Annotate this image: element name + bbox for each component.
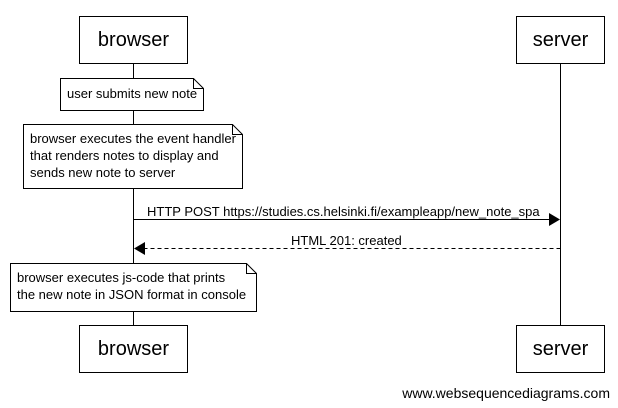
note-3-line-1: browser executes js-code that prints — [17, 270, 226, 285]
watermark-text: www.websequencediagrams.com — [402, 385, 610, 401]
note-2-line-2: that renders notes to display and — [30, 148, 219, 163]
note-js-code: browser executes js-code that prints the… — [11, 269, 252, 303]
note-2-shape — [23, 124, 243, 189]
note-event-handler: browser executes the event handler that … — [24, 130, 242, 181]
note-1-shape — [60, 78, 204, 111]
note-3-shape — [10, 263, 257, 312]
message-2-label: HTML 201: created — [291, 233, 402, 248]
message-2-arrow — [134, 242, 561, 255]
note-3-line-2: the new note in JSON format in console — [17, 287, 247, 302]
message-1-arrow — [133, 213, 560, 226]
note-user-submits: user submits new note — [61, 85, 203, 102]
note-2-line-1: browser executes the event handler — [30, 131, 236, 146]
note-1-text: user submits new note — [67, 86, 198, 101]
note-2-line-3: sends new note to server — [30, 165, 176, 180]
actor-server-top: server — [516, 16, 605, 64]
actor-server-bottom: server — [516, 325, 605, 373]
actor-browser-top: browser — [79, 16, 188, 64]
actor-browser-bottom: browser — [79, 325, 188, 373]
message-1-label: HTTP POST https://studies.cs.helsinki.fi… — [147, 204, 540, 219]
